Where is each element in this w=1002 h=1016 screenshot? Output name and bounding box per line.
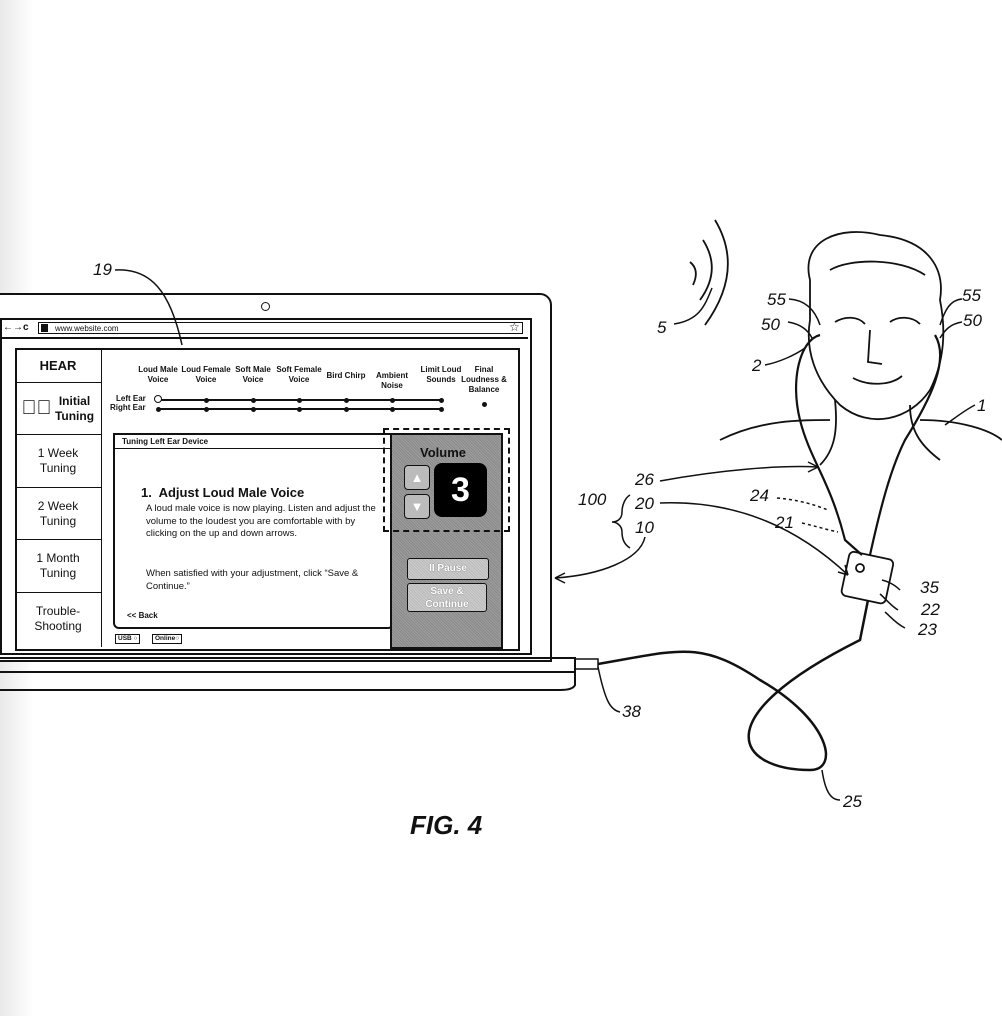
step-save-hint: When satisfied with your adjustment, cli… [146, 568, 359, 592]
stage-dot [250, 406, 256, 412]
ref-26: 26 [635, 470, 654, 489]
back-forward-reload-icon[interactable]: ←→c [3, 322, 29, 333]
stage-label: Limit Loud Sounds [420, 365, 462, 384]
sidebar-item-label: 2 Week Tuning [37, 498, 79, 528]
ref-25: 25 [843, 792, 862, 811]
ref-55-right: 55 [962, 286, 981, 305]
laptop-base [0, 657, 599, 691]
volume-up-button[interactable]: ▲ [404, 465, 430, 490]
stage-dot [296, 397, 302, 403]
stage-dot [389, 406, 395, 412]
save-continue-button[interactable]: Save & Continue [407, 583, 487, 612]
page-icon [41, 324, 48, 332]
ref-21: 21 [775, 513, 794, 532]
stage-label: Loud Female Voice [181, 365, 231, 384]
volume-label: Volume [420, 445, 466, 460]
back-link[interactable]: << Back [127, 611, 158, 620]
stage-dot [250, 397, 256, 403]
ref-24: 24 [750, 486, 769, 505]
ref-55-left: 55 [767, 290, 786, 309]
browser-toolbar: ←→c [0, 320, 528, 339]
ref-19: 19 [93, 260, 112, 279]
ref-23: 23 [918, 620, 937, 639]
usb-label: USB [118, 635, 132, 642]
check-circle-icon: ✓⃝ [21, 397, 52, 419]
leader-lines [114, 269, 976, 801]
stage-dot [389, 397, 395, 403]
ref-10: 10 [635, 518, 654, 537]
ref-35: 35 [920, 578, 939, 597]
stage-label: Loud Male Voice [138, 365, 178, 384]
figure-label: FIG. 4 [410, 810, 483, 840]
stage-dot [296, 406, 302, 412]
step-instructions: A loud male voice is now playing. Listen… [146, 503, 376, 539]
app-window [15, 348, 520, 651]
sidebar-item-initial-tuning[interactable]: ✓⃝ Initial Tuning [15, 383, 101, 435]
stage-label: Soft Male Voice [235, 365, 271, 384]
tuning-dialog: Tuning Left Ear Device 1. Adjust Loud Ma… [113, 433, 394, 629]
current-stage-marker [154, 395, 162, 403]
stage-dot [438, 397, 444, 403]
left-ear-label: Left Ear [116, 394, 146, 403]
volume-value: 3 [434, 463, 487, 517]
ref-2: 2 [752, 356, 762, 375]
ref-100: 100 [578, 490, 607, 509]
url-text: www.website.com [55, 324, 119, 333]
ref-50-right: 50 [963, 311, 982, 330]
right-ear-label: Right Ear [110, 403, 146, 412]
stage-dot [343, 397, 349, 403]
ref-22: 22 [921, 600, 940, 619]
sidebar-item-1-week-tuning[interactable]: 1 Week Tuning [15, 435, 101, 488]
sidebar-item-label: Initial Tuning [54, 393, 95, 423]
sidebar-item-label: 1 Week Tuning [37, 446, 79, 475]
stage-label: Final Loudness & Balance [461, 365, 507, 394]
camera-icon [261, 302, 270, 311]
ref-1: 1 [977, 396, 987, 415]
ref-50-left: 50 [761, 315, 780, 334]
ref-20: 20 [635, 494, 654, 513]
address-bar[interactable]: www.website.com [38, 322, 523, 334]
stage-dot [481, 401, 487, 407]
person-illustration [689, 219, 1002, 605]
stage-dot [343, 406, 349, 412]
star-icon[interactable]: ☆ [509, 320, 520, 334]
dialog-title: Tuning Left Ear Device [115, 435, 392, 449]
usb-status-tab: USB ○ [115, 634, 141, 644]
sidebar-item-label: Trouble-Shooting [34, 604, 82, 633]
sidebar-title: HEAR [15, 348, 101, 383]
step-heading: 1. Adjust Loud Male Voice [141, 485, 305, 500]
stage-dot [203, 397, 209, 403]
sidebar-item-1-month-tuning[interactable]: 1 Month Tuning [15, 540, 101, 593]
sidebar: HEAR ✓⃝ Initial Tuning 1 Week Tuning 2 W… [15, 348, 102, 647]
stage-label: Soft Female Voice [276, 365, 322, 384]
stage-dot [203, 406, 209, 412]
sidebar-item-label: 1 Month Tuning [36, 551, 80, 580]
volume-down-button[interactable]: ▼ [404, 494, 430, 519]
stage-label: Bird Chirp [326, 371, 366, 380]
volume-control-highlight [383, 428, 510, 532]
ref-5: 5 [657, 318, 667, 337]
sidebar-item-trouble-shooting[interactable]: Trouble-Shooting [15, 593, 101, 645]
ref-38: 38 [622, 702, 641, 721]
pause-button[interactable]: II Pause [407, 558, 489, 580]
stage-dot [155, 406, 161, 412]
usb-cable [597, 599, 870, 772]
online-status-tab: Online○ [152, 634, 183, 644]
online-label: Online [155, 635, 176, 642]
stage-label: Ambient Noise [376, 371, 408, 390]
stage-dot [438, 406, 444, 412]
sidebar-item-2-week-tuning[interactable]: 2 Week Tuning [15, 488, 101, 540]
